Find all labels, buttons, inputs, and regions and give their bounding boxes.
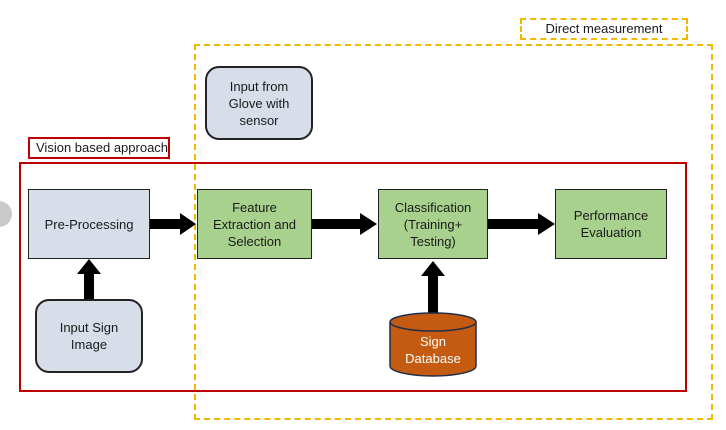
arrow-classification-to-performance (488, 213, 555, 235)
preprocessing-box: Pre-Processing (28, 189, 150, 259)
arrow-preprocessing-to-feature (150, 213, 196, 235)
vision-approach-label: Vision based approach (28, 137, 170, 159)
vision-approach-region (19, 162, 687, 392)
input-sign-image-box: Input Sign Image (35, 299, 143, 373)
glove-input-label: Input from Glove with sensor (228, 78, 290, 128)
sign-database: Sign Database (390, 330, 476, 370)
arrow-database-to-classification (421, 261, 445, 313)
performance-evaluation-box: Performance Evaluation (555, 189, 667, 259)
side-handle (0, 201, 12, 227)
arrow-input-to-preprocessing (77, 259, 101, 299)
performance-evaluation-label: Performance Evaluation (573, 208, 649, 240)
classification-box: Classification (Training+ Testing) (378, 189, 488, 259)
input-sign-image-label: Input Sign Image (59, 320, 119, 352)
database-cylinder-shape (389, 312, 477, 377)
sign-database-label: Sign Database (405, 334, 461, 366)
feature-extraction-box: Feature Extraction and Selection (197, 189, 312, 259)
classification-label: Classification (Training+ Testing) (394, 199, 472, 249)
arrow-feature-to-classification (312, 213, 377, 235)
feature-extraction-label: Feature Extraction and Selection (212, 199, 297, 249)
glove-input-box: Input from Glove with sensor (205, 66, 313, 140)
direct-measurement-label: Direct measurement (520, 18, 688, 40)
direct-measurement-region (194, 44, 713, 420)
preprocessing-label: Pre-Processing (44, 216, 134, 232)
